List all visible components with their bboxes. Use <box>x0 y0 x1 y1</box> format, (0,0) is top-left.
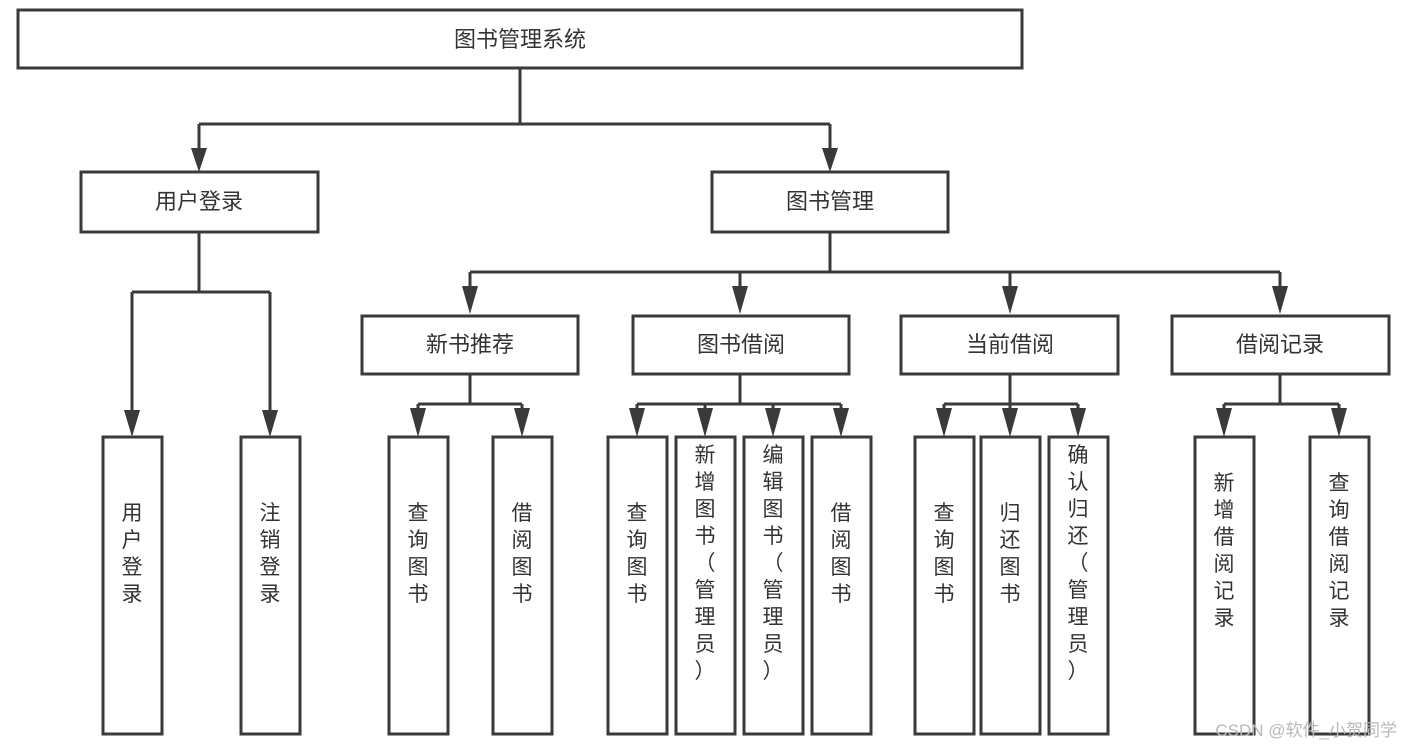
node-book-manage[interactable]: 图书管理 <box>710 170 950 234</box>
leaf-borrow-book-2-label: 借阅图书 <box>831 502 852 606</box>
connector-group-book-manage <box>462 232 1288 314</box>
arrow-head-leaf-edit-book <box>765 408 781 437</box>
node-borrow-record[interactable]: 借阅记录 <box>1170 314 1391 376</box>
arrow-head-leaf-query-record <box>1331 408 1347 437</box>
leaf-user-logout-box[interactable] <box>239 435 302 736</box>
arrow-head-leaf-add-book <box>697 408 713 437</box>
connector-group-user-login <box>124 232 278 437</box>
arrow-head-leaf-user-login <box>124 410 140 437</box>
node-user-login[interactable]: 用户登录 <box>79 170 320 234</box>
node-new-book-recommend-box[interactable] <box>360 314 580 376</box>
leaf-query-record-box[interactable] <box>1308 435 1371 736</box>
node-new-book-recommend[interactable]: 新书推荐 <box>360 314 580 376</box>
leaf-add-record-label: 新增借阅记录 <box>1214 472 1235 630</box>
arrow-head-book-manage <box>822 148 838 172</box>
node-book-borrow-box[interactable] <box>631 314 851 376</box>
leaf-add-record[interactable]: 新增借阅记录 <box>1193 435 1256 736</box>
node-current-borrow[interactable]: 当前借阅 <box>899 314 1120 376</box>
leaf-return-book-label: 归还图书 <box>1000 502 1021 606</box>
arrow-head-leaf-borrow-book-2 <box>833 408 849 437</box>
connector-group-new-book-recommend <box>410 374 530 437</box>
node-book-borrow-label: 图书借阅 <box>697 332 785 357</box>
leaf-query-record[interactable]: 查询借阅记录 <box>1308 435 1371 736</box>
arrow-head-leaf-borrow-book-1 <box>514 408 530 437</box>
leaf-borrow-book-1[interactable]: 借阅图书 <box>491 435 554 736</box>
leaf-edit-book-box[interactable] <box>742 435 805 736</box>
leaf-confirm-return-label: 确认归还（管理员） <box>1068 444 1089 683</box>
leaf-query-book-1-label: 查询图书 <box>408 502 429 606</box>
arrow-head-leaf-query-book-1 <box>410 408 426 437</box>
leaf-query-book-1[interactable]: 查询图书 <box>387 435 450 736</box>
leaf-borrow-book-1-label: 借阅图书 <box>512 502 533 606</box>
leaf-user-login-label: 用户登录 <box>122 502 143 606</box>
node-book-manage-box[interactable] <box>710 170 950 234</box>
arrow-head-current-borrow <box>1002 286 1018 314</box>
node-root-label: 图书管理系统 <box>454 27 586 52</box>
arrow-head-leaf-user-logout <box>262 410 278 437</box>
leaf-confirm-return-box[interactable] <box>1047 435 1110 736</box>
leaf-user-logout-label: 注销登录 <box>260 502 281 606</box>
arrow-head-leaf-query-book-2 <box>629 408 645 437</box>
leaf-return-book[interactable]: 归还图书 <box>979 435 1042 736</box>
connector-group-book-borrow <box>629 374 849 437</box>
leaf-add-record-box[interactable] <box>1193 435 1256 736</box>
leaf-query-book-3[interactable]: 查询图书 <box>913 435 976 736</box>
node-root-box[interactable] <box>16 8 1024 70</box>
node-borrow-record-label: 借阅记录 <box>1236 332 1324 357</box>
connector-group-current-borrow <box>936 374 1086 437</box>
leaf-query-book-1-box[interactable] <box>387 435 450 736</box>
node-current-borrow-label: 当前借阅 <box>966 332 1054 357</box>
arrow-head-borrow-record <box>1272 286 1288 314</box>
leaf-borrow-book-2-box[interactable] <box>810 435 873 736</box>
leaf-return-book-box[interactable] <box>979 435 1042 736</box>
arrow-head-new-book-recommend <box>462 286 478 314</box>
leaf-query-book-3-label: 查询图书 <box>934 502 955 606</box>
leaf-user-login[interactable]: 用户登录 <box>101 435 164 736</box>
leaf-add-book[interactable]: 新增图书（管理员） <box>674 435 737 736</box>
leaf-user-login-box[interactable] <box>101 435 164 736</box>
arrow-head-leaf-add-record <box>1216 408 1232 437</box>
node-new-book-recommend-label: 新书推荐 <box>426 332 514 357</box>
leaf-borrow-book-2[interactable]: 借阅图书 <box>810 435 873 736</box>
leaf-query-book-2[interactable]: 查询图书 <box>606 435 669 736</box>
node-book-manage-label: 图书管理 <box>786 189 874 214</box>
arrow-head-book-borrow <box>732 286 748 314</box>
node-user-login-label: 用户登录 <box>155 189 243 214</box>
arrow-head-user-login <box>191 148 207 172</box>
node-borrow-record-box[interactable] <box>1170 314 1391 376</box>
arrow-head-leaf-query-book-3 <box>936 408 952 437</box>
connector-group-borrow-record <box>1216 374 1347 437</box>
leaf-edit-book-label: 编辑图书（管理员） <box>763 444 784 683</box>
leaf-query-book-3-box[interactable] <box>913 435 976 736</box>
leaf-borrow-book-1-box[interactable] <box>491 435 554 736</box>
leaf-add-book-label: 新增图书（管理员） <box>695 444 716 683</box>
leaf-query-record-label: 查询借阅记录 <box>1329 472 1350 630</box>
arrow-head-leaf-confirm-return <box>1070 408 1086 437</box>
leaf-add-book-box[interactable] <box>674 435 737 736</box>
leaf-query-book-2-label: 查询图书 <box>627 502 648 606</box>
arrow-head-leaf-return-book <box>1002 408 1018 437</box>
node-current-borrow-box[interactable] <box>899 314 1120 376</box>
node-root[interactable]: 图书管理系统 <box>16 8 1024 70</box>
node-book-borrow[interactable]: 图书借阅 <box>631 314 851 376</box>
leaf-edit-book[interactable]: 编辑图书（管理员） <box>742 435 805 736</box>
connector-group-root <box>191 68 838 172</box>
leaf-confirm-return[interactable]: 确认归还（管理员） <box>1047 435 1110 736</box>
node-user-login-box[interactable] <box>79 170 320 234</box>
leaf-query-book-2-box[interactable] <box>606 435 669 736</box>
leaf-user-logout[interactable]: 注销登录 <box>239 435 302 736</box>
